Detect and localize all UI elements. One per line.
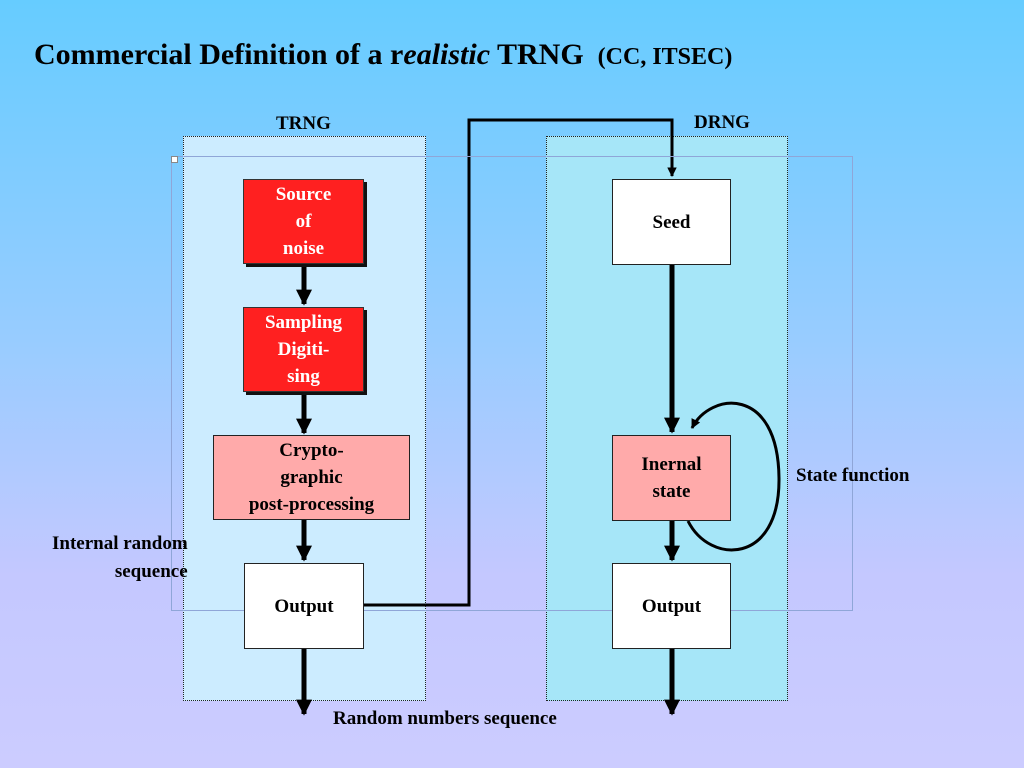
trng-output-label: Output [274, 595, 334, 617]
seed-box: Seed [612, 179, 731, 265]
seed-label: Seed [652, 211, 691, 233]
random-numbers-sequence-label: Random numbers sequence [333, 708, 557, 729]
drng-heading: DRNG [694, 112, 750, 133]
internal-state-box: Inernal state [612, 435, 731, 521]
slide-title: Commercial Definition of a realistic TRN… [34, 38, 732, 72]
resize-handle [171, 156, 178, 163]
sampling-digitising-label: Sampling Digiti- sing [264, 312, 343, 387]
trng-heading: TRNG [276, 113, 331, 134]
arrow-trng-output-to-seed [364, 118, 677, 607]
internal-random-sequence-label: Internal random sequence [52, 533, 188, 582]
sampling-digitising-box: Sampling Digiti- sing [243, 307, 364, 392]
state-function-label: State function [796, 465, 910, 486]
crypto-post-processing-box: Crypto- graphic post-processing [213, 435, 410, 520]
title-note: (CC, ITSEC) [597, 44, 733, 70]
drng-output-box: Output [612, 563, 731, 649]
drng-output-label: Output [641, 595, 702, 617]
state-function-loop [686, 401, 781, 552]
title-suffix: TRNG [490, 38, 584, 71]
trng-output-box: Output [244, 563, 364, 649]
title-italic: ealistic [403, 38, 491, 71]
source-of-noise-box: Source of noise [243, 179, 364, 264]
title-prefix: Commercial Definition of a r [34, 38, 404, 71]
crypto-post-processing-label: Crypto- graphic post-processing [248, 440, 375, 515]
source-of-noise-label: Source of noise [275, 184, 332, 259]
internal-state-label: Inernal state [641, 454, 702, 502]
selection-outline [171, 156, 853, 611]
